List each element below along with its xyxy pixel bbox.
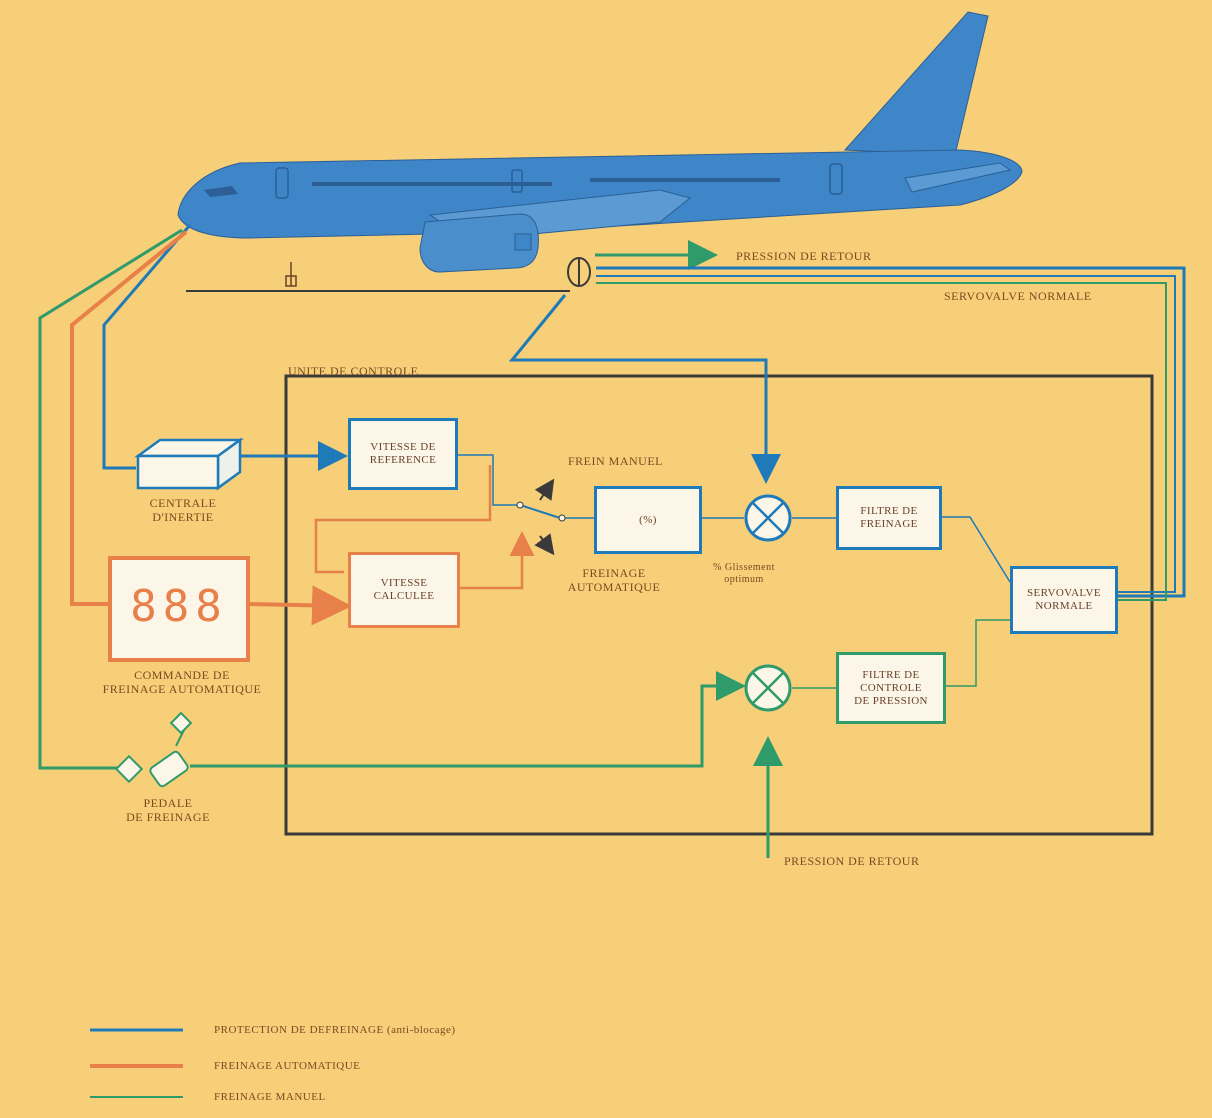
label-unite-controle: UNITE DE CONTROLE xyxy=(288,364,419,378)
autobrake-lines xyxy=(70,230,535,626)
label-pression-retour-top: PRESSION DE RETOUR xyxy=(736,249,872,263)
label-commande-freinage: COMMANDE DE FREINAGE AUTOMATIQUE xyxy=(102,668,262,696)
label-servovalve-top: SERVOVALVE NORMALE xyxy=(944,289,1092,303)
autobrake-display: 888 xyxy=(130,581,228,632)
pressure-filter-box: FILTRE DE CONTROLE DE PRESSION xyxy=(836,652,946,724)
brake-mode-switch xyxy=(516,478,566,556)
label-freinage-automatique: FREINAGE AUTOMATIQUE xyxy=(567,566,661,594)
legend-label-manual: FREINAGE MANUEL xyxy=(214,1091,326,1103)
autobrake-command-panel xyxy=(108,556,250,662)
legend-label-antiskid: PROTECTION DE DEFREINAGE (anti-blocage) xyxy=(214,1024,456,1036)
inertia-unit-icon xyxy=(134,437,244,491)
comparator-top xyxy=(744,494,792,542)
servovalve-box: SERVOVALVE NORMALE xyxy=(1010,566,1118,634)
label-pression-retour-bottom: PRESSION DE RETOUR xyxy=(784,854,920,868)
label-centrale-inertie: CENTRALE D'INERTIE xyxy=(149,496,217,524)
percent-slip-box: (%) xyxy=(594,486,702,554)
legend-label-autobrake: FREINAGE AUTOMATIQUE xyxy=(214,1060,361,1072)
calculated-speed-box: VITESSE CALCULEE xyxy=(348,552,460,628)
reference-speed-box: VITESSE DE REFERENCE xyxy=(348,418,458,490)
comparator-bottom xyxy=(744,664,792,712)
manual-brake-lines xyxy=(38,228,1167,770)
label-frein-manuel: FREIN MANUEL xyxy=(568,454,663,468)
label-glissement-optimum: % Glissement optimum xyxy=(713,562,775,585)
brake-filter-box: FILTRE DE FREINAGE xyxy=(836,486,942,550)
label-pedale-freinage: PEDALE DE FREINAGE xyxy=(126,796,210,824)
aircraft-illustration xyxy=(177,11,1023,287)
antiskid-lines xyxy=(102,224,1186,598)
brake-pedal-icon xyxy=(114,711,193,788)
legend-lines xyxy=(90,1028,183,1098)
